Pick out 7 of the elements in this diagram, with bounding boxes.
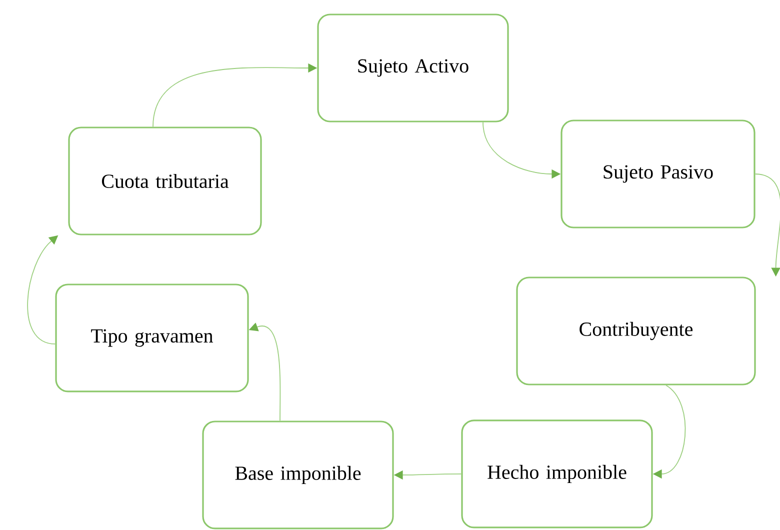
- process-box: Cuota tributaria: [68, 126, 262, 236]
- process-box: Contribuyente: [516, 276, 756, 386]
- process-box: Sujeto Activo: [317, 14, 509, 122]
- process-box: Hecho imponible: [461, 420, 653, 528]
- process-box: Sujeto Pasivo: [560, 120, 756, 228]
- process-box: Tipo gravamen: [55, 284, 249, 392]
- process-box: Base imponible: [202, 420, 394, 530]
